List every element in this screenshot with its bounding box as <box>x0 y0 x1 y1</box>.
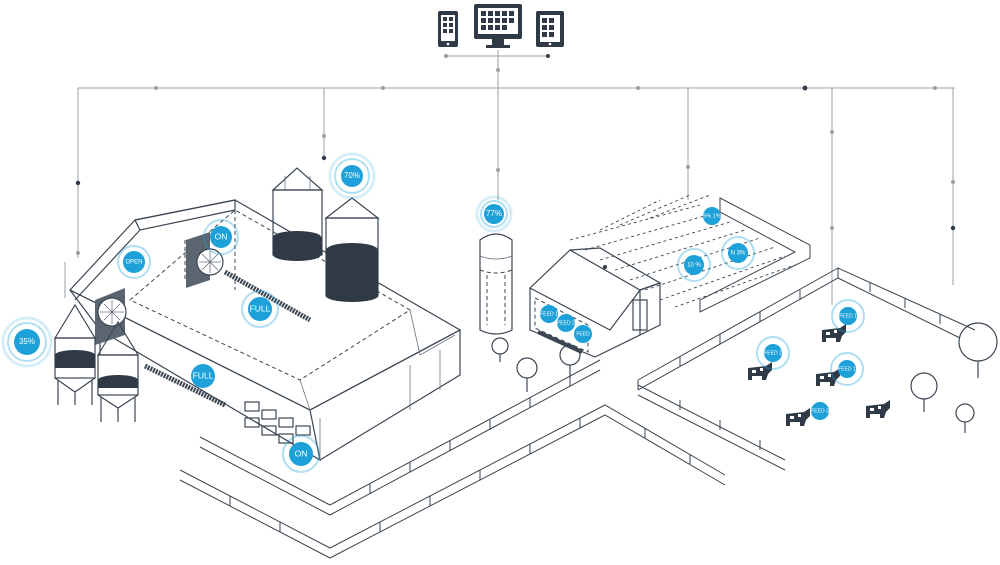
cow-icon <box>822 324 846 342</box>
cows <box>748 324 890 426</box>
left-silos <box>53 303 140 422</box>
badge-label: FULL <box>193 370 214 380</box>
badge-label: FEED 1 <box>839 313 857 319</box>
field-right-badge[interactable]: N 3% <box>721 236 755 270</box>
badge-label: 5% 1% <box>703 213 721 219</box>
badge-label: FEED 2 <box>557 320 575 326</box>
feed-shed <box>528 247 662 358</box>
fan-left-badge[interactable]: OPEN <box>117 245 151 279</box>
badge-label: FEED <box>576 331 590 337</box>
fences <box>179 267 976 559</box>
silo-left-badge[interactable]: 35% <box>1 316 53 368</box>
cow-icon <box>748 362 772 380</box>
network-lines <box>64 50 956 305</box>
shed-mid-badge[interactable]: FEED 2 <box>557 314 575 332</box>
badge-label: FEED 3 <box>811 408 829 414</box>
badge-label: FEED 2 <box>764 350 782 356</box>
badge-label: N 3% <box>731 251 746 257</box>
cow-icon <box>816 368 840 386</box>
fan-right-badge[interactable]: ON <box>203 219 239 255</box>
cow-icon <box>786 408 810 426</box>
badge-label: OPEN <box>125 260 142 266</box>
badge-label: ON <box>295 448 308 458</box>
badge-label: FEED 1 <box>838 366 856 372</box>
tablet-icon <box>536 11 564 47</box>
field-left-badge[interactable]: 10 % <box>677 248 711 282</box>
badge-label: ON <box>215 231 228 241</box>
shed-right-badge[interactable]: FEED <box>574 325 592 343</box>
feeder-bottom-badge[interactable]: FULL <box>191 364 215 388</box>
badge-label: 77% <box>486 209 502 218</box>
badge-label: FULL <box>250 303 271 313</box>
cow-3-badge[interactable]: FEED 1 <box>830 352 864 386</box>
cow-icon <box>866 400 890 418</box>
tall-silo <box>479 233 513 362</box>
field-top-badge[interactable]: 5% 1% <box>703 207 721 225</box>
cow-4-badge[interactable]: FEED 3 <box>811 402 829 420</box>
phone-icon <box>438 11 458 47</box>
badge-label: 35% <box>19 337 35 346</box>
badge-label: 70% <box>344 171 360 180</box>
feed-silos <box>271 167 380 302</box>
shed-left-badge[interactable]: FEED 1 <box>540 305 558 323</box>
silo-tall-badge[interactable]: 77% <box>475 195 513 233</box>
badge-label: FEED 1 <box>540 311 558 317</box>
badge-label: 10 % <box>687 263 701 269</box>
cow-1-badge[interactable]: FEED 1 <box>831 299 865 333</box>
cow-2-badge[interactable]: FEED 2 <box>756 336 790 370</box>
feeder-top-badge[interactable]: FULL <box>241 290 279 328</box>
trees <box>516 322 998 433</box>
monitor-icon <box>474 4 522 48</box>
crop-field <box>569 194 811 313</box>
main-barn <box>69 199 462 462</box>
barn-bottom-badge[interactable]: ON <box>282 435 320 473</box>
silo-large-badge[interactable]: 70% <box>328 152 376 200</box>
